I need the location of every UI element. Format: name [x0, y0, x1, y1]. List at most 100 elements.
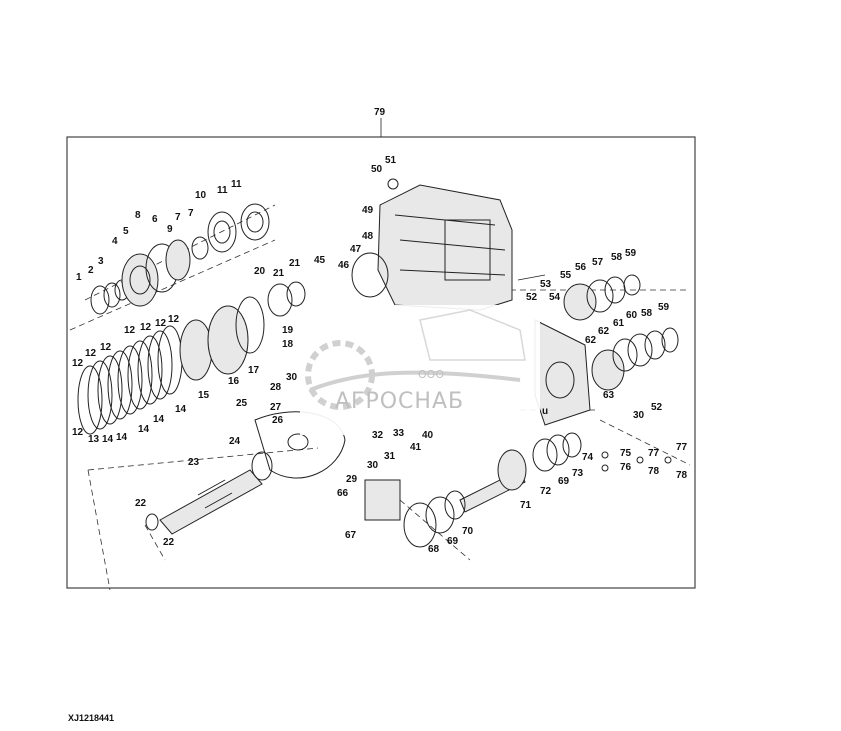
callout-20: 20: [254, 266, 266, 277]
main-shaft: [145, 451, 273, 535]
callout-50: 50: [371, 164, 383, 175]
callout-72: 72: [540, 486, 552, 497]
callout-14b: 14: [116, 432, 128, 443]
callout-45: 45: [314, 255, 326, 266]
callout-62b: 62: [585, 335, 597, 346]
callout-labels: 1 2 3 4 5 6 8 9 7 7 10 11 11 20 21 21 19…: [72, 155, 688, 555]
callout-40: 40: [422, 430, 434, 441]
callout-6: 6: [152, 214, 158, 225]
callout-30a: 30: [286, 372, 298, 383]
callout-69a: 69: [558, 476, 570, 487]
callout-17: 17: [248, 365, 260, 376]
callout-30c: 30: [633, 410, 645, 421]
callout-53: 53: [540, 279, 552, 290]
callout-12e: 12: [100, 342, 112, 353]
callout-21a: 21: [273, 268, 285, 279]
callout-5: 5: [123, 226, 129, 237]
callout-71: 71: [520, 500, 532, 511]
callout-9: 9: [167, 224, 173, 235]
callout-u: u: [542, 406, 548, 417]
callout-79: 79: [374, 107, 386, 118]
callout-32: 32: [372, 430, 384, 441]
callout-7b: 7: [188, 208, 194, 219]
callout-77b: 77: [676, 442, 688, 453]
callout-49: 49: [362, 205, 374, 216]
upper-gear-group: [90, 203, 270, 315]
callout-22a: 22: [135, 498, 147, 509]
callout-52b: 52: [651, 402, 663, 413]
callout-15: 15: [198, 390, 210, 401]
callout-41: 41: [410, 442, 422, 453]
callout-12h: 12: [72, 427, 84, 438]
right-ring-stack: [563, 274, 679, 391]
callout-78b: 78: [676, 470, 688, 481]
callout-54: 54: [549, 292, 561, 303]
callout-75: 75: [620, 448, 632, 459]
callout-60: 60: [626, 310, 638, 321]
callout-59b: 59: [658, 302, 670, 313]
callout-11b: 11: [231, 179, 242, 190]
callout-76: 76: [620, 462, 632, 473]
output-shaft: [403, 432, 582, 548]
callout-7a: 7: [175, 212, 181, 223]
callout-48: 48: [362, 231, 374, 242]
callout-1: 1: [76, 272, 82, 283]
callout-26: 26: [272, 415, 284, 426]
callout-52a: 52: [526, 292, 538, 303]
callout-25: 25: [236, 398, 248, 409]
callout-58b: 58: [641, 308, 653, 319]
callout-12g: 12: [72, 358, 84, 369]
callout-61: 61: [613, 318, 625, 329]
callout-56: 56: [575, 262, 587, 273]
callout-4: 4: [112, 236, 118, 247]
callout-63: 63: [603, 390, 615, 401]
callout-12b: 12: [140, 322, 152, 333]
callout-10: 10: [195, 190, 207, 201]
callout-73: 73: [572, 468, 584, 479]
callout-55: 55: [560, 270, 572, 281]
callout-14a: 14: [102, 434, 114, 445]
callout-23: 23: [188, 457, 200, 468]
callout-74: 74: [582, 452, 594, 463]
callout-47: 47: [350, 244, 362, 255]
callout-22b: 22: [163, 537, 175, 548]
watermark-prefix: ООО: [418, 368, 444, 381]
callout-12c: 12: [155, 318, 167, 329]
callout-28: 28: [270, 382, 282, 393]
callout-62a: 62: [598, 326, 610, 337]
callout-11a: 11: [217, 185, 228, 196]
callout-31: 31: [384, 451, 396, 462]
callout-13: 13: [88, 434, 100, 445]
callout-12a: 12: [124, 325, 136, 336]
callout-14c: 14: [138, 424, 150, 435]
callout-21b: 21: [289, 258, 301, 269]
callout-16: 16: [228, 376, 240, 387]
callout-68: 68: [428, 544, 440, 555]
callout-24: 24: [229, 436, 241, 447]
callout-51: 51: [385, 155, 397, 166]
callout-59a: 59: [625, 248, 637, 259]
cover-plate: [254, 411, 346, 479]
callout-2: 2: [88, 265, 94, 276]
callout-30b: 30: [367, 460, 379, 471]
callout-70: 70: [462, 526, 474, 537]
callout-78a: 78: [648, 466, 660, 477]
callout-12f: 12: [85, 348, 97, 359]
callout-46: 46: [338, 260, 350, 271]
callout-18: 18: [282, 339, 294, 350]
callout-8: 8: [135, 210, 141, 221]
clutch-disc-pack: [77, 281, 306, 435]
callout-29: 29: [346, 474, 358, 485]
callout-14e: 14: [175, 404, 187, 415]
watermark: ООО АГРОСНАБ: [300, 305, 540, 435]
callout-27: 27: [270, 402, 282, 413]
callout-33: 33: [393, 428, 405, 439]
callout-14d: 14: [153, 414, 165, 425]
callout-77a: 77: [648, 448, 660, 459]
callout-67: 67: [345, 530, 357, 541]
reference-code: XJ1218441: [68, 713, 114, 723]
watermark-name: АГРОСНАБ: [335, 389, 464, 414]
callout-3: 3: [98, 256, 104, 267]
callout-58a: 58: [611, 252, 623, 263]
